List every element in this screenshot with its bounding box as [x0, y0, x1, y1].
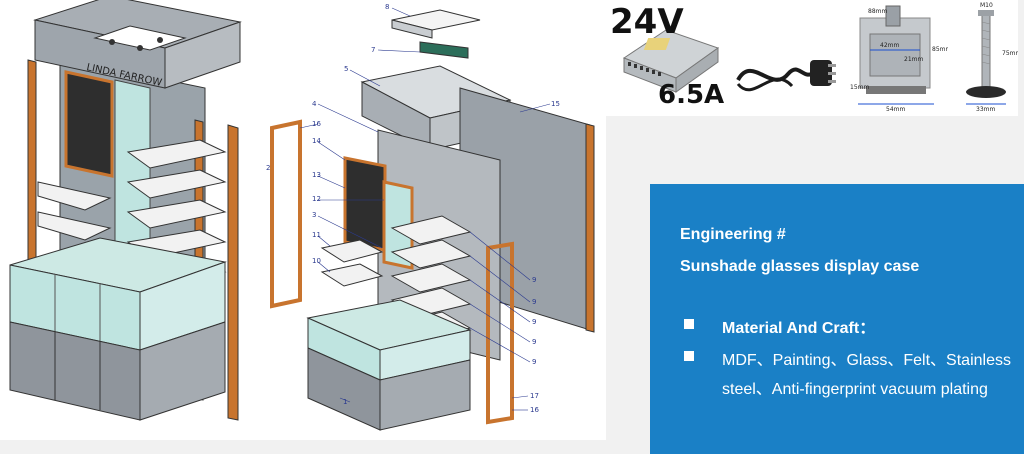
drawing-area: LINDA FARROW — [0, 0, 606, 440]
hinge-dim-6: 54mm — [886, 106, 906, 113]
foot-dim-thread: M10 — [980, 2, 993, 9]
power-cord-photo — [732, 34, 840, 116]
callout-numbers: 8 7 5 4 15 16 14 2 13 12 3 11 10 9 9 9 9… — [266, 3, 560, 414]
callout-16b: 16 — [530, 406, 539, 414]
psu-current-label: 6.5A — [658, 80, 725, 110]
exploded-view — [270, 7, 595, 431]
callout-15: 15 — [551, 100, 560, 108]
power-supply-photo: 24V 6.5A — [606, 0, 730, 116]
callout-7: 7 — [371, 46, 375, 54]
hinge-dim-1: 88mm — [868, 8, 888, 15]
engineering-subtitle: Sunshade glasses display case — [680, 258, 920, 275]
parts-strip: 24V 6.5A 88mm 42mm 21mm 85mm 15mm 54mm — [606, 0, 1018, 116]
callout-9b: 9 — [532, 298, 536, 306]
hinge-dim-2: 42mm — [880, 42, 900, 49]
callout-8: 8 — [385, 3, 389, 11]
psu-voltage-label: 24V — [610, 2, 684, 42]
info-panel: Engineering # Sunshade glasses display c… — [650, 184, 1024, 454]
leveling-foot-photo: M10 75mm 33mm — [958, 0, 1018, 116]
hinge-photo: 88mm 42mm 21mm 85mm 15mm 54mm — [848, 0, 948, 116]
engineering-title: Engineering # — [680, 226, 786, 243]
callout-17: 17 — [530, 392, 539, 400]
callout-14: 14 — [312, 137, 321, 145]
hinge-dim-3: 21mm — [904, 56, 924, 63]
callout-3: 3 — [312, 211, 316, 219]
callout-2: 2 — [266, 164, 270, 172]
callout-9a: 9 — [532, 276, 536, 284]
materials-text: MDF、Painting、Glass、Felt、Stainless steel、… — [722, 352, 1011, 398]
callout-4: 4 — [312, 100, 317, 108]
callout-13: 13 — [312, 171, 321, 179]
callout-12: 12 — [312, 195, 321, 203]
callout-1: 1 — [343, 398, 347, 406]
callout-9c: 9 — [532, 318, 536, 326]
plug-icon — [736, 60, 836, 92]
callout-10: 10 — [312, 257, 321, 265]
hinge-dim-4: 85mm — [932, 46, 948, 53]
callout-16a: 16 — [312, 120, 321, 128]
bullet-icon — [684, 319, 694, 329]
cabinet-drawings: LINDA FARROW — [9, 0, 595, 431]
assembled-cabinet: LINDA FARROW — [9, 0, 242, 421]
hinge-dim-5: 15mm — [850, 84, 870, 91]
bullet-icon — [684, 351, 694, 361]
callout-9e: 9 — [532, 358, 536, 366]
poster-panel — [64, 70, 114, 178]
material-label: Material And Craft： — [722, 320, 876, 337]
foot-dim-height: 75mm — [1002, 50, 1018, 57]
leveling-foot-icon — [966, 10, 1006, 105]
foot-dim-width: 33mm — [976, 106, 996, 113]
callout-11: 11 — [312, 231, 321, 239]
callout-5: 5 — [344, 65, 348, 73]
power-supply-icon — [622, 29, 720, 93]
hinge-icon — [858, 5, 934, 105]
callout-9d: 9 — [532, 338, 536, 346]
